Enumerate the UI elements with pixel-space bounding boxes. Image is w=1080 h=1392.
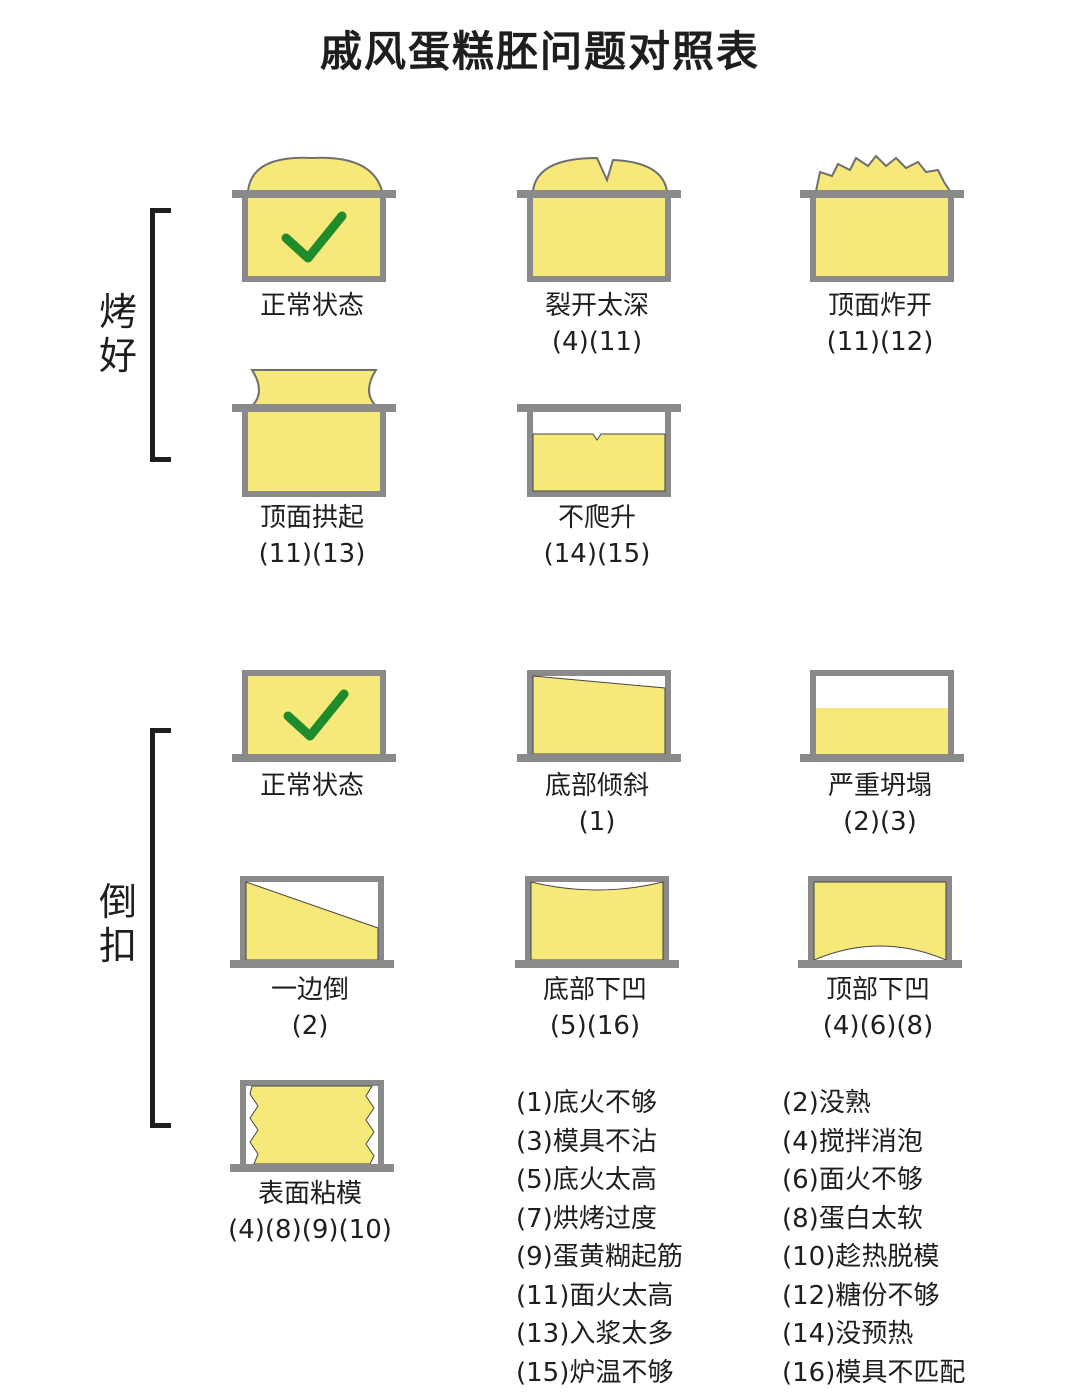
inverted-bottom-tilt-code: (1): [467, 804, 727, 840]
inverted-stick-item: 表面粘模 (4)(8)(9)(10): [180, 1078, 440, 1268]
baked-no-rise-name: 不爬升: [467, 500, 727, 536]
inverted-normal-name: 正常状态: [182, 768, 442, 804]
legend-item: (8)蛋白太软: [782, 1200, 965, 1239]
legend-item: (3)模具不沾: [516, 1123, 683, 1162]
baked-normal-item: 正常状态: [182, 150, 442, 360]
baked-normal-name: 正常状态: [182, 288, 442, 324]
inverted-collapse-diagram: [750, 668, 1010, 768]
legend-item: (5)底火太高: [516, 1161, 683, 1200]
inverted-lean-item: 一边倒 (2): [180, 874, 440, 1064]
baked-no-rise-code: (14)(15): [467, 536, 727, 572]
baked-top-burst-name: 顶面炸开: [750, 288, 1010, 324]
inverted-lean-diagram: [180, 874, 440, 974]
baked-normal-diagram: [182, 150, 442, 290]
legend-item: (4)搅拌消泡: [782, 1123, 965, 1162]
inverted-collapse-name: 严重坍塌: [750, 768, 1010, 804]
legend-item: (14)没预热: [782, 1315, 965, 1354]
legend-item: (1)底火不够: [516, 1084, 683, 1123]
legend-item: (7)烘烤过度: [516, 1200, 683, 1239]
inverted-bottom-tilt-diagram: [467, 668, 727, 768]
inverted-stick-name: 表面粘模: [180, 1176, 440, 1212]
inverted-bottom-sunk-item: 底部下凹 (5)(16): [465, 874, 725, 1064]
inverted-bottom-sunk-diagram: [465, 874, 725, 974]
page-title: 戚风蛋糕胚问题对照表: [0, 18, 1080, 79]
inverted-top-sunk-code: (4)(6)(8): [748, 1008, 1008, 1044]
legend-item: (11)面火太高: [516, 1277, 683, 1316]
inverted-top-sunk-name: 顶部下凹: [748, 972, 1008, 1008]
inverted-bottom-tilt-name: 底部倾斜: [467, 768, 727, 804]
legend-item: (15)炉温不够: [516, 1354, 683, 1392]
baked-top-arch-code: (11)(13): [182, 536, 442, 572]
baked-no-rise-diagram: [467, 362, 727, 502]
legend-item: (9)蛋黄糊起筋: [516, 1238, 683, 1277]
legend-right: (2)没熟 (4)搅拌消泡 (6)面火不够 (8)蛋白太软 (10)趁热脱模 (…: [782, 1084, 965, 1392]
inverted-lean-code: (2): [180, 1008, 440, 1044]
legend-item: (6)面火不够: [782, 1161, 965, 1200]
inverted-bottom-sunk-code: (5)(16): [465, 1008, 725, 1044]
legend-item: (2)没熟: [782, 1084, 965, 1123]
baked-top-arch-item: 顶面拱起 (11)(13): [182, 362, 442, 572]
baked-section-label: 烤 好: [96, 290, 140, 378]
legend-item: (13)入浆太多: [516, 1315, 683, 1354]
inverted-section-label: 倒 扣: [96, 880, 140, 968]
baked-top-arch-name: 顶面拱起: [182, 500, 442, 536]
legend-left: (1)底火不够 (3)模具不沾 (5)底火太高 (7)烘烤过度 (9)蛋黄糊起筋…: [516, 1084, 683, 1392]
inverted-collapse-code: (2)(3): [750, 804, 1010, 840]
inverted-stick-code: (4)(8)(9)(10): [180, 1212, 440, 1248]
legend-item: (16)模具不匹配: [782, 1354, 965, 1392]
baked-no-rise-item: 不爬升 (14)(15): [467, 362, 727, 572]
baked-deep-crack-item: 裂开太深 (4)(11): [467, 150, 727, 360]
inverted-section-bracket: [150, 728, 171, 1128]
baked-top-burst-item: 顶面炸开 (11)(12): [750, 150, 1010, 360]
baked-top-burst-code: (11)(12): [750, 324, 1010, 360]
inverted-bottom-tilt-item: 底部倾斜 (1): [467, 668, 727, 858]
inverted-stick-diagram: [180, 1078, 440, 1178]
inverted-top-sunk-item: 顶部下凹 (4)(6)(8): [748, 874, 1008, 1064]
baked-deep-crack-code: (4)(11): [467, 324, 727, 360]
inverted-normal-diagram: [182, 668, 442, 768]
inverted-top-sunk-diagram: [748, 874, 1008, 974]
baked-top-arch-diagram: [182, 362, 442, 502]
inverted-normal-item: 正常状态: [182, 668, 442, 858]
legend-item: (12)糖份不够: [782, 1277, 965, 1316]
inverted-bottom-sunk-name: 底部下凹: [465, 972, 725, 1008]
inverted-lean-name: 一边倒: [180, 972, 440, 1008]
inverted-collapse-item: 严重坍塌 (2)(3): [750, 668, 1010, 858]
baked-top-burst-diagram: [750, 150, 1010, 290]
baked-section-bracket: [150, 208, 171, 462]
baked-deep-crack-name: 裂开太深: [467, 288, 727, 324]
legend-item: (10)趁热脱模: [782, 1238, 965, 1277]
baked-deep-crack-diagram: [467, 150, 727, 290]
